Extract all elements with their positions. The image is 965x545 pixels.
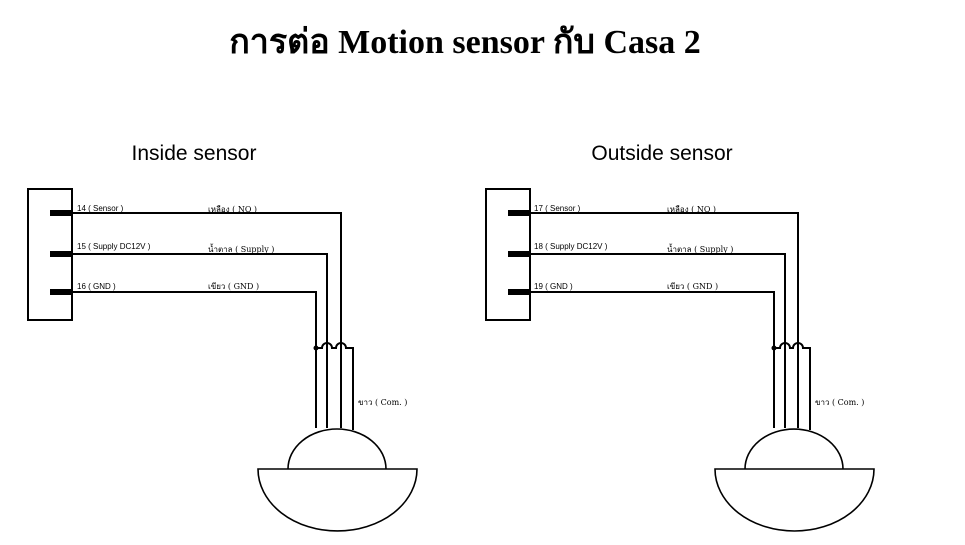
wire-supply	[530, 253, 786, 428]
wire-label: เหลือง ( NO )	[667, 205, 716, 214]
wire-label: เขียว ( GND )	[208, 282, 259, 291]
wire-label: น้ำตาล ( Supply )	[667, 243, 733, 254]
pin-label: 15 ( Supply DC12V )	[77, 242, 151, 251]
pin-label: 18 ( Supply DC12V )	[534, 242, 608, 251]
junction-dot	[771, 345, 777, 351]
wire-sensor	[72, 212, 342, 428]
panel-heading: Outside sensor	[591, 142, 732, 165]
wire-label: เขียว ( GND )	[667, 282, 718, 291]
terminal-pin	[508, 251, 530, 257]
wire-label: ขาว ( Com. )	[358, 398, 407, 407]
junction-dot	[313, 345, 319, 351]
terminal-pin	[508, 210, 530, 216]
terminal-pin	[508, 289, 530, 295]
wire-supply	[72, 253, 328, 428]
sensor-base	[714, 468, 875, 532]
sensor-dome	[287, 428, 387, 470]
pin-label: 14 ( Sensor )	[77, 204, 124, 213]
wire-label: ขาว ( Com. )	[815, 398, 864, 407]
terminal-pin	[50, 210, 72, 216]
panel-outside: Outside sensor 17 ( Sensor ) 18 ( Supply…	[485, 142, 875, 532]
page-title: การต่อ Motion sensor กับ Casa 2	[229, 24, 701, 61]
terminal-pin	[50, 289, 72, 295]
pin-label: 17 ( Sensor )	[534, 204, 581, 213]
wire-gnd	[530, 291, 775, 428]
sensor-base	[257, 468, 418, 532]
sensor-dome	[744, 428, 844, 470]
pin-label: 19 ( GND )	[534, 282, 573, 291]
wire-common	[774, 342, 811, 430]
panel-inside: Inside sensor 14 ( Sensor ) 15 ( Supply …	[27, 142, 418, 532]
panel-heading: Inside sensor	[132, 142, 257, 165]
pin-label: 16 ( GND )	[77, 282, 116, 291]
wire-label: เหลือง ( NO )	[208, 205, 257, 214]
wire-gnd	[72, 291, 317, 428]
wire-common	[316, 342, 354, 430]
terminal-pin	[50, 251, 72, 257]
wire-label: น้ำตาล ( Supply )	[208, 243, 274, 254]
wire-sensor	[530, 212, 799, 428]
